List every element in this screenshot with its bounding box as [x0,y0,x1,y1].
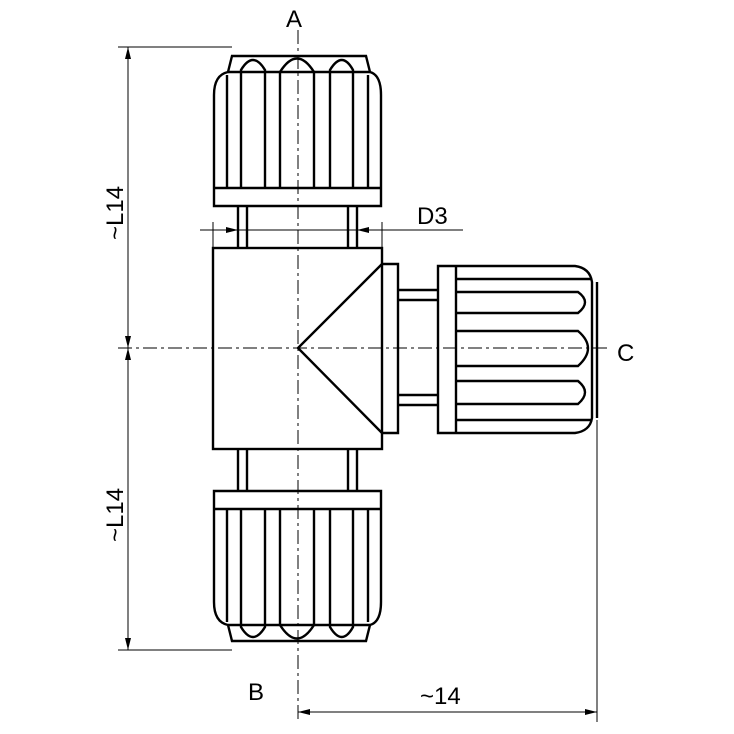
top-nut [212,54,383,208]
top-length-label: ~L14 [102,186,129,240]
diameter-label: D3 [417,203,448,230]
port-b-label: B [248,679,264,706]
port-a-label: A [286,6,302,33]
center-lines [118,30,610,722]
bottom-length-label: ~L14 [102,488,129,542]
bottom-neck [236,449,359,491]
side-neck [398,288,438,407]
tee-body [211,246,400,451]
dimension-lines [118,46,598,722]
side-nut [436,264,599,435]
bottom-nut [212,489,383,643]
port-c-label: C [617,340,634,367]
side-length-label: ~14 [420,683,461,710]
